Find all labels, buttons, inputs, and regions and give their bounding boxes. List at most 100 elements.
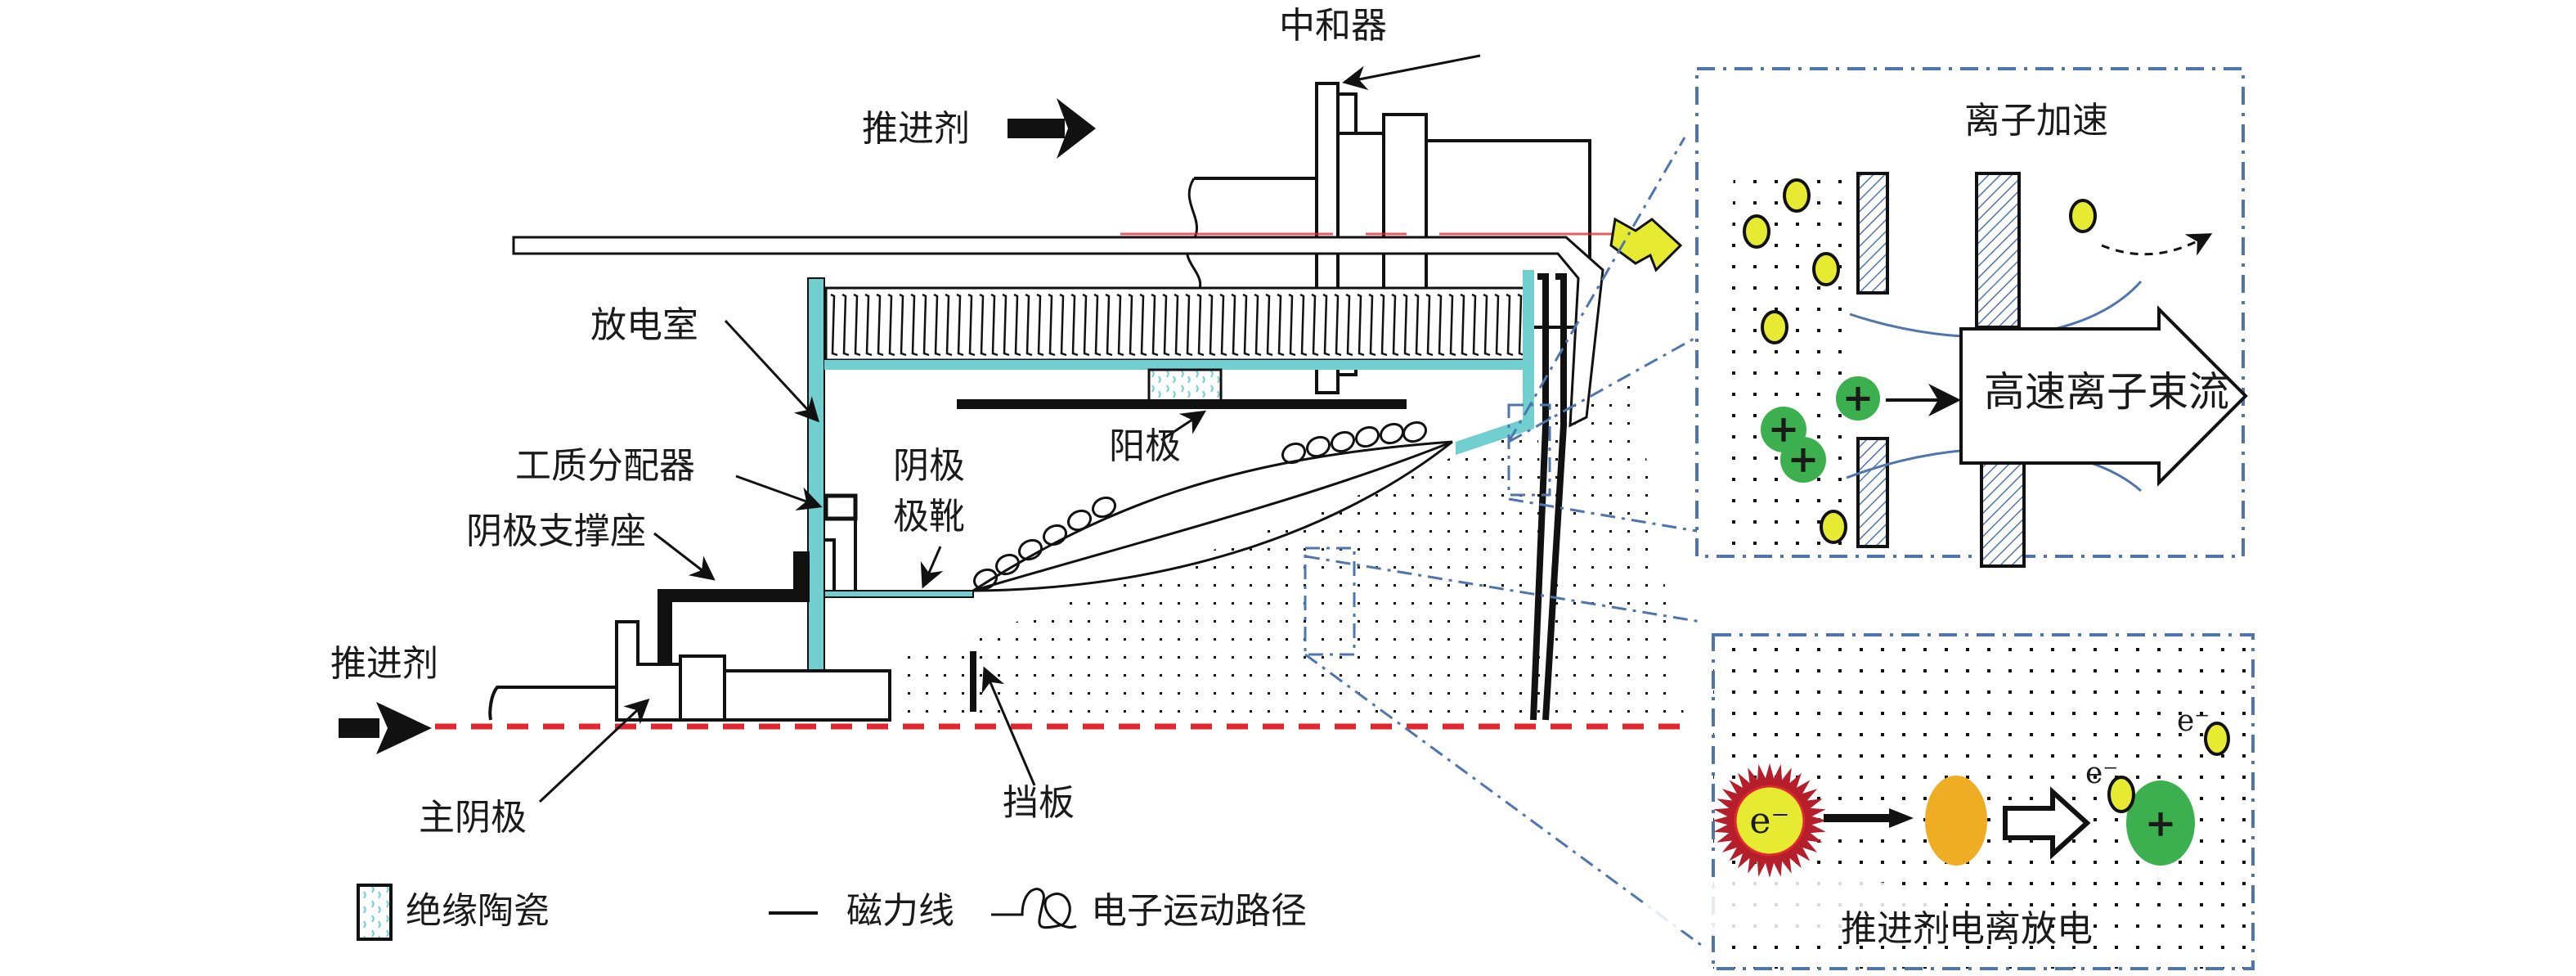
inset-connectors <box>1304 137 1702 947</box>
electron-loop <box>1066 509 1093 532</box>
svg-text:+: + <box>2145 801 2177 845</box>
magnetic-field-lines <box>972 440 1453 592</box>
coil-turn <box>1116 293 1124 357</box>
accel-grid-upper <box>1975 172 2021 329</box>
magnet-windings <box>824 286 1529 362</box>
coil-turn <box>1174 293 1182 357</box>
coil-turn <box>1070 293 1079 357</box>
ion-acceleration-title: 离子加速 <box>1964 100 2108 142</box>
discharge-chamber-callout <box>724 319 820 423</box>
baffle-callout <box>981 666 1036 786</box>
coil-turn <box>1242 293 1250 357</box>
anode <box>957 399 1407 409</box>
main-cathode-callout <box>538 698 650 803</box>
coil-turn <box>1460 293 1468 357</box>
coil-turn <box>1128 293 1136 357</box>
coil-turn <box>1345 293 1353 357</box>
coil-turn <box>990 293 999 357</box>
electron-path <box>972 421 1428 591</box>
propellant-label-left: 推进剂 <box>330 643 438 685</box>
electron-loop <box>1402 421 1428 443</box>
neutralizer-label: 中和器 <box>1279 5 1387 47</box>
coil-turn <box>910 293 918 357</box>
coil-turn <box>933 293 941 357</box>
svg-text:电子运动路径: 电子运动路径 <box>1091 890 1307 932</box>
discharge-chamber <box>807 270 1534 672</box>
coil-turn <box>864 293 873 357</box>
electron-loop <box>1017 538 1043 561</box>
coil-turn <box>1517 293 1525 357</box>
coil-turn <box>967 293 976 357</box>
coil-turn <box>887 293 895 357</box>
electron-loop <box>1354 425 1380 448</box>
svg-text:绝缘陶瓷: 绝缘陶瓷 <box>406 890 550 932</box>
anode-callout <box>1160 410 1207 442</box>
coil-turn <box>1299 293 1308 357</box>
coil-turn <box>830 293 838 357</box>
svg-text:e⁻: e⁻ <box>1749 800 1789 842</box>
coil-turn <box>1391 293 1399 357</box>
coil-turn <box>1185 293 1193 357</box>
coil-turn <box>1208 293 1216 357</box>
electron-loop <box>1379 422 1405 445</box>
baffle <box>970 651 976 712</box>
coil-turn <box>1265 293 1273 357</box>
propellant-label-top: 推进剂 <box>862 108 970 150</box>
coil-turn <box>1448 293 1456 357</box>
electron-loop <box>1305 435 1331 458</box>
coil-turn <box>1231 293 1239 357</box>
plasma-plume <box>1554 385 1685 720</box>
svg-text:磁力线: 磁力线 <box>846 890 954 932</box>
electron-loop <box>1091 496 1117 519</box>
secondary-electron <box>2204 722 2230 756</box>
electron-label: e⁻ <box>2177 704 2210 738</box>
legend-item-field-line: 磁力线 <box>769 890 954 932</box>
coil-turn <box>1151 293 1159 357</box>
cathode-keeper-label-1: 阴极 <box>893 445 965 487</box>
svg-text:+: + <box>1842 376 1874 420</box>
electron-loop <box>1281 442 1307 465</box>
coil-turn <box>1311 293 1319 357</box>
baffle-label: 挡板 <box>1003 782 1075 824</box>
coil-turn <box>1471 293 1479 357</box>
coil-turn <box>1105 293 1113 357</box>
coil-turn <box>1196 293 1205 357</box>
energetic-electron: e⁻ <box>1712 763 1827 878</box>
coil-turn <box>853 293 861 357</box>
ceramic-insulator <box>1147 368 1223 404</box>
coil-turn <box>1013 293 1021 357</box>
coil-turn <box>1483 293 1491 357</box>
screen-grid-lower <box>1856 437 1889 548</box>
propellant-distributor-label: 工质分配器 <box>515 445 695 487</box>
ionization-arrow <box>2003 786 2091 860</box>
anode-label: 阳极 <box>1109 425 1181 467</box>
coil-turn <box>1059 293 1067 357</box>
coil-turn <box>1494 293 1502 357</box>
coil-turn <box>1048 293 1056 357</box>
main-cathode-label: 主阴极 <box>419 797 527 839</box>
neutral-propellant-atom <box>1925 776 1987 866</box>
ion-beam-arrow <box>1959 305 2248 487</box>
ion-beam-label: 高速离子束流 <box>1984 368 2229 416</box>
electron-loop <box>972 568 999 591</box>
cathode-support-label: 阴极支撑座 <box>466 510 646 552</box>
electron-loop <box>994 553 1021 576</box>
coil-turn <box>876 293 884 357</box>
cathode-support-callout <box>653 532 716 581</box>
coil-turn <box>1506 293 1514 357</box>
neutral-atom <box>1820 510 1847 544</box>
coil-turn <box>1162 293 1170 357</box>
coil-turn <box>1219 293 1227 357</box>
plasma-region <box>900 425 1554 720</box>
coil-turn <box>899 293 907 357</box>
legend-item-electron-path: 电子运动路径 <box>991 888 1307 932</box>
legend-item-ceramic: 绝缘陶瓷 <box>357 884 550 941</box>
coil-turn <box>1425 293 1434 357</box>
cathode-assembly <box>488 493 891 722</box>
coil-turn <box>922 293 930 357</box>
neutralizer-callout <box>1342 54 1481 91</box>
coil-turn <box>1334 293 1342 357</box>
neutral-atom <box>1783 178 1811 213</box>
neutral-atom-escaping <box>2069 199 2097 233</box>
propellant-arrow-top <box>1008 98 1096 159</box>
